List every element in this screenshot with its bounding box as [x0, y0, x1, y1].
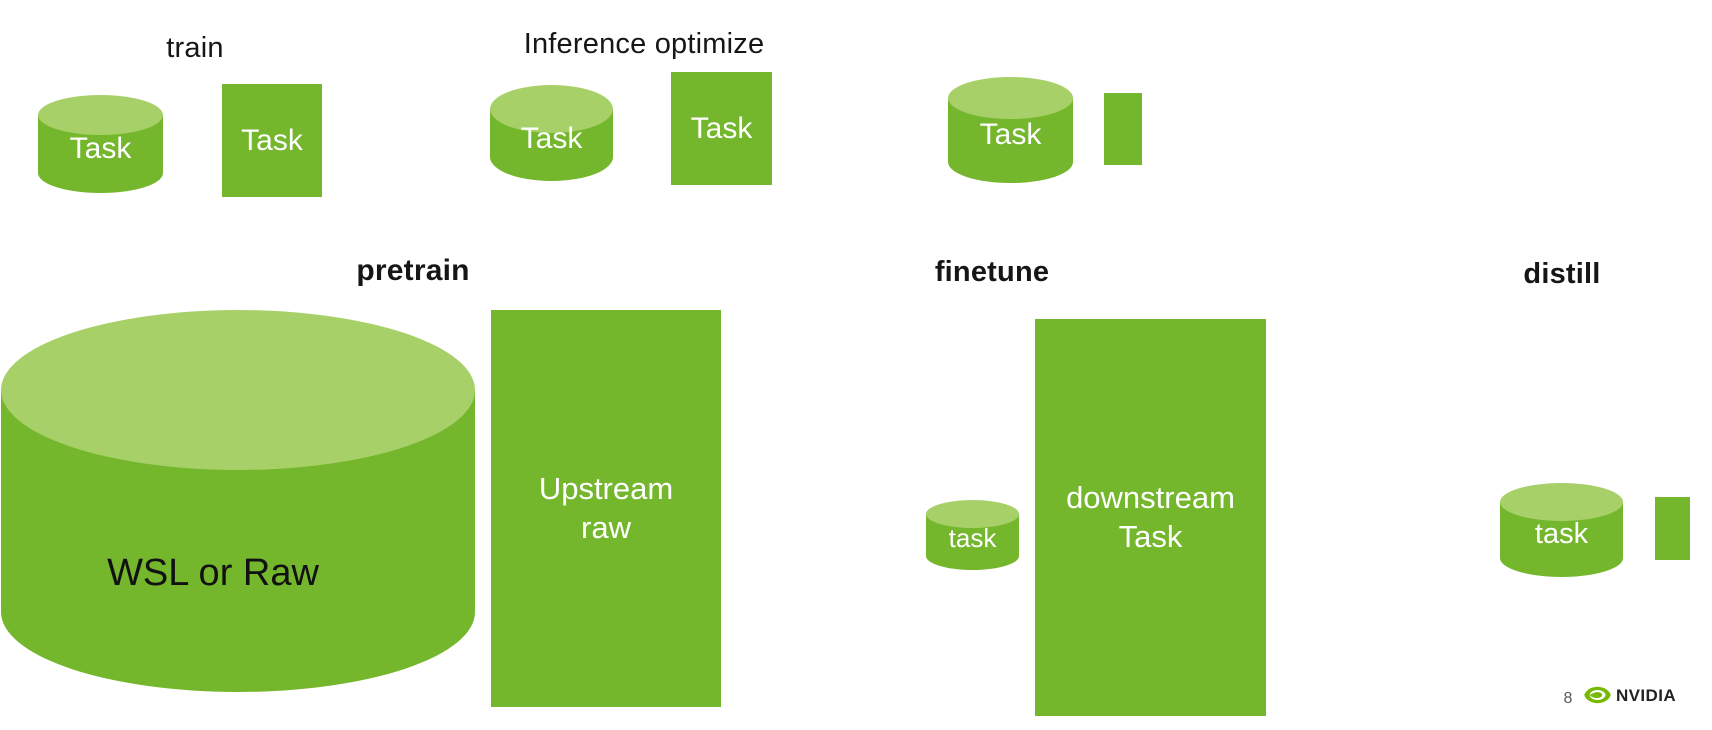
- train-task-cylinder: Task: [38, 95, 163, 193]
- pretrain-wsl-cylinder: WSL or Raw: [1, 310, 475, 692]
- finetune-downstream-box: downstream Task: [1035, 319, 1266, 716]
- train-box-label: Task: [241, 123, 303, 157]
- finetune-stage-label: finetune: [934, 256, 1050, 288]
- distill-cylinder-label: task: [1534, 518, 1589, 551]
- cylinder-top: [490, 85, 613, 133]
- downstream-box-label-line1: downstream: [1066, 479, 1235, 515]
- compress-cylinder-label: Task: [979, 118, 1042, 152]
- train-stage-label: train: [166, 32, 224, 64]
- inference-box-label: Task: [690, 111, 753, 145]
- inference-cylinder-label: Task: [520, 122, 583, 155]
- cylinder-top: [1500, 483, 1623, 521]
- distill-task-cylinder: task: [1500, 483, 1623, 577]
- downstream-box-label-line2: Task: [1118, 518, 1183, 554]
- finetune-cylinder-label: task: [948, 523, 997, 553]
- nvidia-wordmark: NVIDIA: [1616, 685, 1677, 705]
- cylinder-top: [948, 77, 1073, 119]
- inference-task-cylinder: Task: [490, 85, 613, 181]
- train-cylinder-label: Task: [69, 132, 132, 165]
- compress-small-bar: [1104, 93, 1142, 165]
- upstream-box-label-line1: Upstream: [538, 470, 674, 506]
- cylinder-top: [1, 310, 475, 470]
- train-task-box: Task: [222, 84, 322, 197]
- distill-small-bar: [1655, 497, 1690, 560]
- pretrain-cylinder-label: WSL or Raw: [107, 551, 319, 594]
- nvidia-logo: NVIDIA: [1584, 686, 1676, 704]
- pretrain-upstream-box: Upstream raw: [491, 310, 721, 707]
- cylinder-top: [38, 95, 163, 135]
- cylinder-top: [926, 500, 1019, 528]
- nvidia-eye-icon: [1584, 686, 1611, 704]
- compress-task-cylinder: Task: [948, 77, 1073, 183]
- upstream-box-label-line2: raw: [581, 509, 631, 545]
- finetune-task-cylinder: task: [926, 500, 1019, 570]
- page-number: 8: [1563, 690, 1573, 707]
- pretrain-stage-label: pretrain: [356, 254, 470, 287]
- inference-task-box: Task: [671, 72, 772, 185]
- distill-stage-label: distill: [1523, 258, 1601, 290]
- inference-stage-label: Inference optimize: [523, 28, 765, 60]
